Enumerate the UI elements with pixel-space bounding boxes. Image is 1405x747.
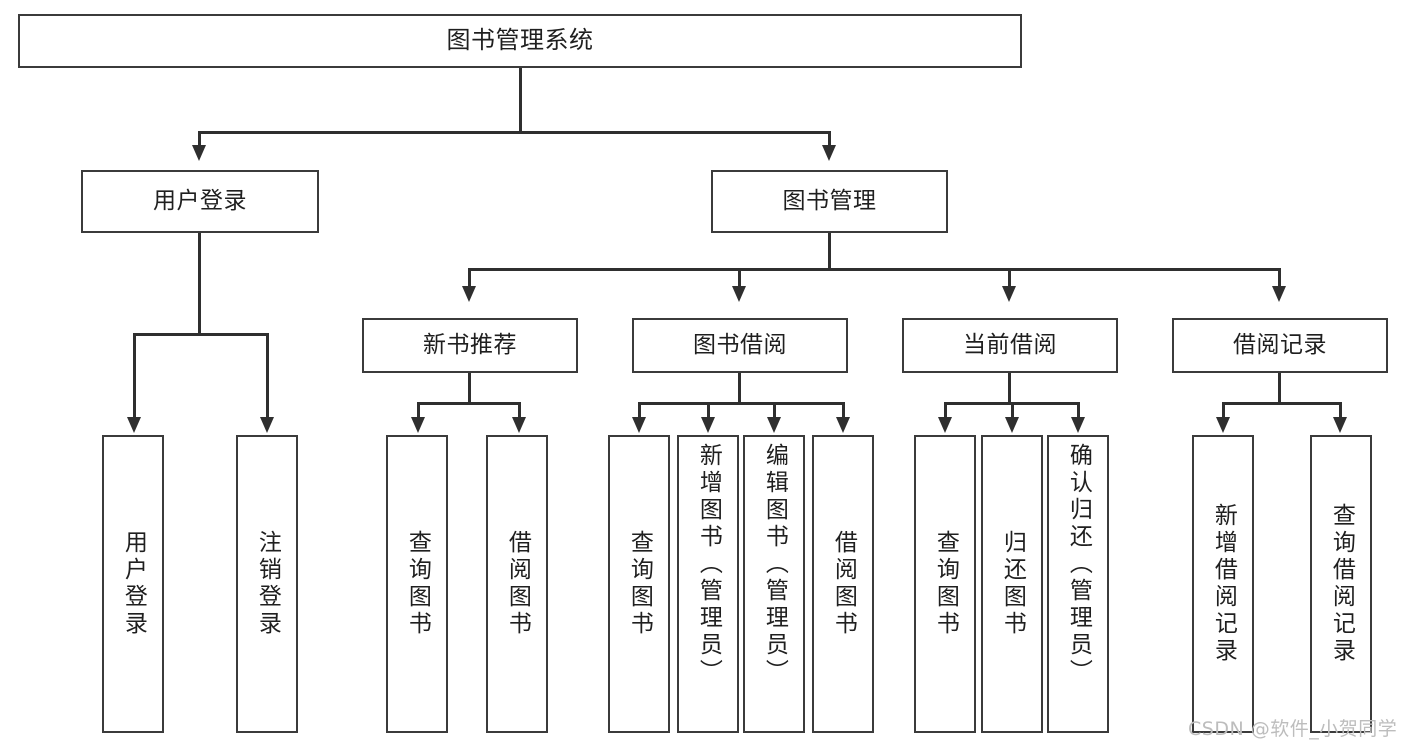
connector-recommend-bus bbox=[417, 402, 520, 405]
connector-user-login-trunk bbox=[198, 233, 201, 335]
leaf-current-confirm-return[interactable]: 确认归还（管理员） bbox=[1047, 435, 1109, 733]
node-label: 图书管理系统 bbox=[446, 26, 594, 55]
connector-current-drop-1 bbox=[944, 402, 947, 419]
leaf-borrow-lend-book[interactable]: 借阅图书 bbox=[812, 435, 874, 733]
connector-level3-drop-2 bbox=[738, 268, 741, 288]
node-label: 查询借阅记录 bbox=[1328, 503, 1355, 665]
connector-record-bus bbox=[1222, 402, 1341, 405]
leaf-user-login[interactable]: 用户登录 bbox=[102, 435, 164, 733]
connector-borrow-trunk bbox=[738, 373, 741, 404]
arrowhead-to-new-book-recommend bbox=[462, 286, 476, 302]
arrowhead-to-current-borrow bbox=[1002, 286, 1016, 302]
arrowhead-to-user-login bbox=[192, 145, 206, 161]
connector-level3-bus bbox=[468, 268, 1280, 271]
leaf-current-return-book[interactable]: 归还图书 bbox=[981, 435, 1043, 733]
node-label: 当前借阅 bbox=[963, 332, 1057, 359]
arrowhead-to-book-borrow bbox=[732, 286, 746, 302]
leaf-borrow-add-book[interactable]: 新增图书（管理员） bbox=[677, 435, 739, 733]
connector-record-drop-1 bbox=[1222, 402, 1225, 419]
arrowhead-leaf-record-add bbox=[1216, 417, 1230, 433]
node-label: 用户登录 bbox=[153, 188, 247, 215]
connector-recommend-drop-1 bbox=[417, 402, 420, 419]
node-label: 查询图书 bbox=[626, 530, 653, 638]
node-label: 归还图书 bbox=[999, 530, 1026, 638]
node-book-borrow[interactable]: 图书借阅 bbox=[632, 318, 848, 373]
leaf-borrow-edit-book[interactable]: 编辑图书（管理员） bbox=[743, 435, 805, 733]
connector-user-login-drop-2 bbox=[266, 333, 269, 419]
node-current-borrow[interactable]: 当前借阅 bbox=[902, 318, 1118, 373]
node-borrow-record[interactable]: 借阅记录 bbox=[1172, 318, 1388, 373]
leaf-record-query[interactable]: 查询借阅记录 bbox=[1310, 435, 1372, 733]
connector-user-login-drop-1 bbox=[133, 333, 136, 419]
arrowhead-to-borrow-record bbox=[1272, 286, 1286, 302]
node-label: 查询图书 bbox=[932, 530, 959, 638]
node-label: 借阅图书 bbox=[504, 530, 531, 638]
arrowhead-leaf-borrow-edit bbox=[767, 417, 781, 433]
node-label: 确认归还（管理员） bbox=[1065, 443, 1092, 686]
arrowhead-leaf-recommend-query bbox=[411, 417, 425, 433]
arrowhead-leaf-current-return bbox=[1005, 417, 1019, 433]
arrowhead-leaf-borrow-lend bbox=[836, 417, 850, 433]
connector-record-trunk bbox=[1278, 373, 1281, 404]
connector-borrow-drop-3 bbox=[773, 402, 776, 419]
arrowhead-leaf-current-query bbox=[938, 417, 952, 433]
arrowhead-leaf-recommend-borrow bbox=[512, 417, 526, 433]
node-user-login[interactable]: 用户登录 bbox=[81, 170, 319, 233]
connector-root-bus bbox=[198, 131, 831, 134]
node-label: 新增图书（管理员） bbox=[695, 443, 722, 686]
node-root-system[interactable]: 图书管理系统 bbox=[18, 14, 1022, 68]
connector-borrow-drop-2 bbox=[707, 402, 710, 419]
leaf-current-query-book[interactable]: 查询图书 bbox=[914, 435, 976, 733]
node-label: 用户登录 bbox=[120, 530, 147, 638]
connector-recommend-drop-2 bbox=[518, 402, 521, 419]
connector-borrow-drop-4 bbox=[842, 402, 845, 419]
connector-current-drop-2 bbox=[1011, 402, 1014, 419]
node-label: 注销登录 bbox=[254, 530, 281, 638]
arrowhead-leaf-user-login bbox=[127, 417, 141, 433]
leaf-recommend-borrow-book[interactable]: 借阅图书 bbox=[486, 435, 548, 733]
connector-borrow-drop-1 bbox=[638, 402, 641, 419]
connector-root-drop-right bbox=[828, 131, 831, 147]
node-label: 图书借阅 bbox=[693, 332, 787, 359]
leaf-record-add[interactable]: 新增借阅记录 bbox=[1192, 435, 1254, 733]
node-label: 新增借阅记录 bbox=[1210, 503, 1237, 665]
node-book-manage[interactable]: 图书管理 bbox=[711, 170, 948, 233]
connector-root-trunk bbox=[519, 68, 522, 132]
connector-user-login-bus bbox=[133, 333, 268, 336]
node-label: 新书推荐 bbox=[423, 332, 517, 359]
arrowhead-to-book-manage bbox=[822, 145, 836, 161]
node-new-book-recommend[interactable]: 新书推荐 bbox=[362, 318, 578, 373]
connector-borrow-bus bbox=[638, 402, 844, 405]
leaf-borrow-query-book[interactable]: 查询图书 bbox=[608, 435, 670, 733]
node-label: 借阅记录 bbox=[1233, 332, 1327, 359]
connector-level3-drop-1 bbox=[468, 268, 471, 288]
node-label: 查询图书 bbox=[404, 530, 431, 638]
arrowhead-leaf-borrow-add bbox=[701, 417, 715, 433]
connector-level3-drop-4 bbox=[1278, 268, 1281, 288]
node-label: 借阅图书 bbox=[830, 530, 857, 638]
connector-current-drop-3 bbox=[1077, 402, 1080, 419]
node-label: 图书管理 bbox=[782, 188, 877, 215]
arrowhead-leaf-current-confirm bbox=[1071, 417, 1085, 433]
connector-current-trunk bbox=[1008, 373, 1011, 404]
csdn-watermark: CSDN @软件_小贺同学 bbox=[1188, 718, 1398, 740]
arrowhead-leaf-logout bbox=[260, 417, 274, 433]
connector-level3-drop-3 bbox=[1008, 268, 1011, 288]
leaf-logout-login[interactable]: 注销登录 bbox=[236, 435, 298, 733]
connector-recommend-trunk bbox=[468, 373, 471, 404]
arrowhead-leaf-borrow-query bbox=[632, 417, 646, 433]
node-label: 编辑图书（管理员） bbox=[761, 443, 788, 686]
connector-record-drop-2 bbox=[1339, 402, 1342, 419]
connector-current-bus bbox=[944, 402, 1077, 405]
connector-root-drop-left bbox=[198, 131, 201, 147]
connector-book-manage-trunk bbox=[828, 233, 831, 269]
arrowhead-leaf-record-query bbox=[1333, 417, 1347, 433]
leaf-recommend-query-book[interactable]: 查询图书 bbox=[386, 435, 448, 733]
